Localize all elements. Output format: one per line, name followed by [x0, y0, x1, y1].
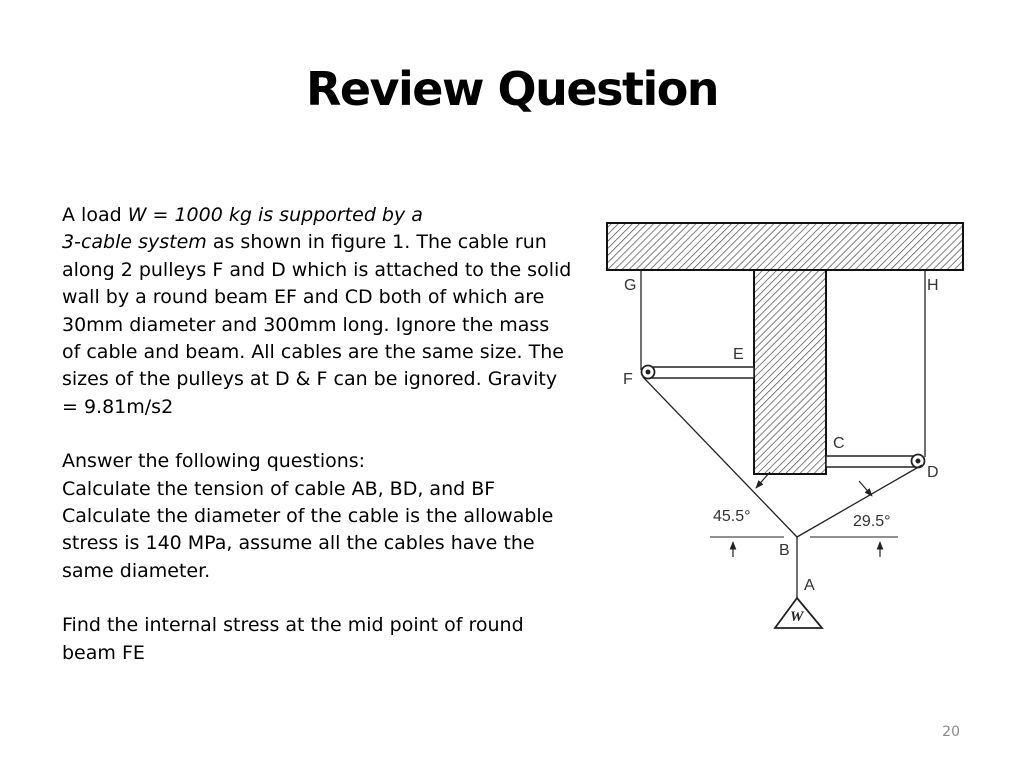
beam-ef — [647, 366, 755, 379]
label-g: G — [624, 277, 636, 294]
label-h: H — [927, 277, 939, 294]
angle-arrow-right-upper — [858, 480, 873, 497]
label-c: C — [833, 435, 845, 452]
label-d: D — [927, 464, 939, 481]
statement-lead: A load — [62, 204, 128, 226]
statement-system-emphasis: cable system — [80, 231, 207, 254]
statement-hyphen: - — [74, 231, 81, 254]
pulley-d-hub — [915, 458, 921, 464]
questions-header: Answer the following questions: — [62, 450, 366, 473]
pulley-f-hub — [645, 369, 651, 375]
ceiling-beam — [606, 222, 964, 271]
label-angle-left: 45.5° — [713, 508, 751, 525]
page-number: 20 — [942, 724, 960, 740]
problem-statement: A load W = 1000 kg is supported by a 3-ca… — [62, 202, 572, 421]
label-w: W — [790, 609, 805, 625]
angle-arrow-left-upper — [755, 471, 771, 489]
statement-count-emphasis: 3 — [62, 231, 75, 254]
statement-load-emphasis: W = 1000 kg is supported by a — [127, 204, 423, 226]
label-e: E — [733, 346, 744, 363]
question-1: Calculate the tension of cable AB, BD, a… — [62, 477, 496, 500]
wall-column — [753, 269, 827, 475]
beam-cd — [825, 455, 919, 468]
label-a: A — [804, 577, 815, 594]
load-weight — [773, 596, 824, 629]
statement-rest: as shown in figure 1. The cable run alon… — [62, 231, 572, 418]
label-angle-right: 29.5° — [853, 513, 891, 530]
question-3: Find the internal stress at the mid poin… — [62, 614, 524, 664]
page-title: Review Question — [305, 62, 720, 116]
cable-fb — [642, 376, 798, 538]
label-b: B — [779, 542, 790, 559]
cable-db — [796, 464, 923, 538]
question-2: Calculate the diameter of the cable is t… — [62, 505, 554, 582]
label-f: F — [623, 371, 633, 388]
problem-text: A load W = 1000 kg is supported by a 3-ca… — [62, 202, 572, 667]
